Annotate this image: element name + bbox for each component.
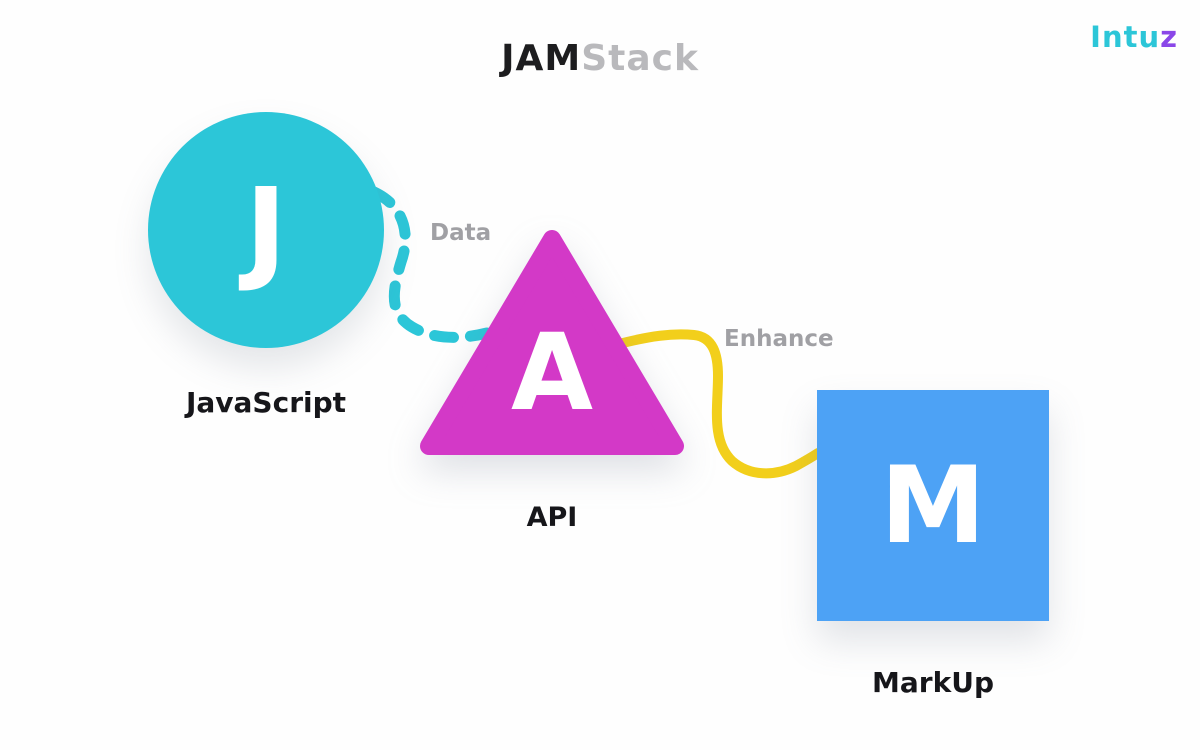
- node-api-letter: A: [510, 311, 594, 434]
- api-triangle-shape: [420, 230, 684, 455]
- node-markup-letter: M: [880, 443, 986, 567]
- title-secondary: Stack: [581, 38, 699, 79]
- node-markup: M: [817, 390, 1049, 621]
- node-api-label: API: [526, 502, 578, 533]
- connection-label-data: Data: [430, 220, 492, 246]
- intuz-logo-accent: z: [1160, 20, 1178, 54]
- intuz-logo-text: Intu: [1090, 20, 1161, 54]
- intuz-logo: Intuz: [1090, 20, 1178, 54]
- node-javascript: J: [148, 112, 384, 348]
- node-markup-label: MarkUp: [872, 666, 994, 699]
- title-primary: JAM: [501, 38, 582, 79]
- node-javascript-label: JavaScript: [185, 386, 347, 419]
- page-title: JAMStack: [0, 38, 1200, 79]
- node-api: [420, 230, 684, 455]
- node-javascript-letter: J: [245, 165, 287, 295]
- connection-label-enhance: Enhance: [724, 326, 834, 352]
